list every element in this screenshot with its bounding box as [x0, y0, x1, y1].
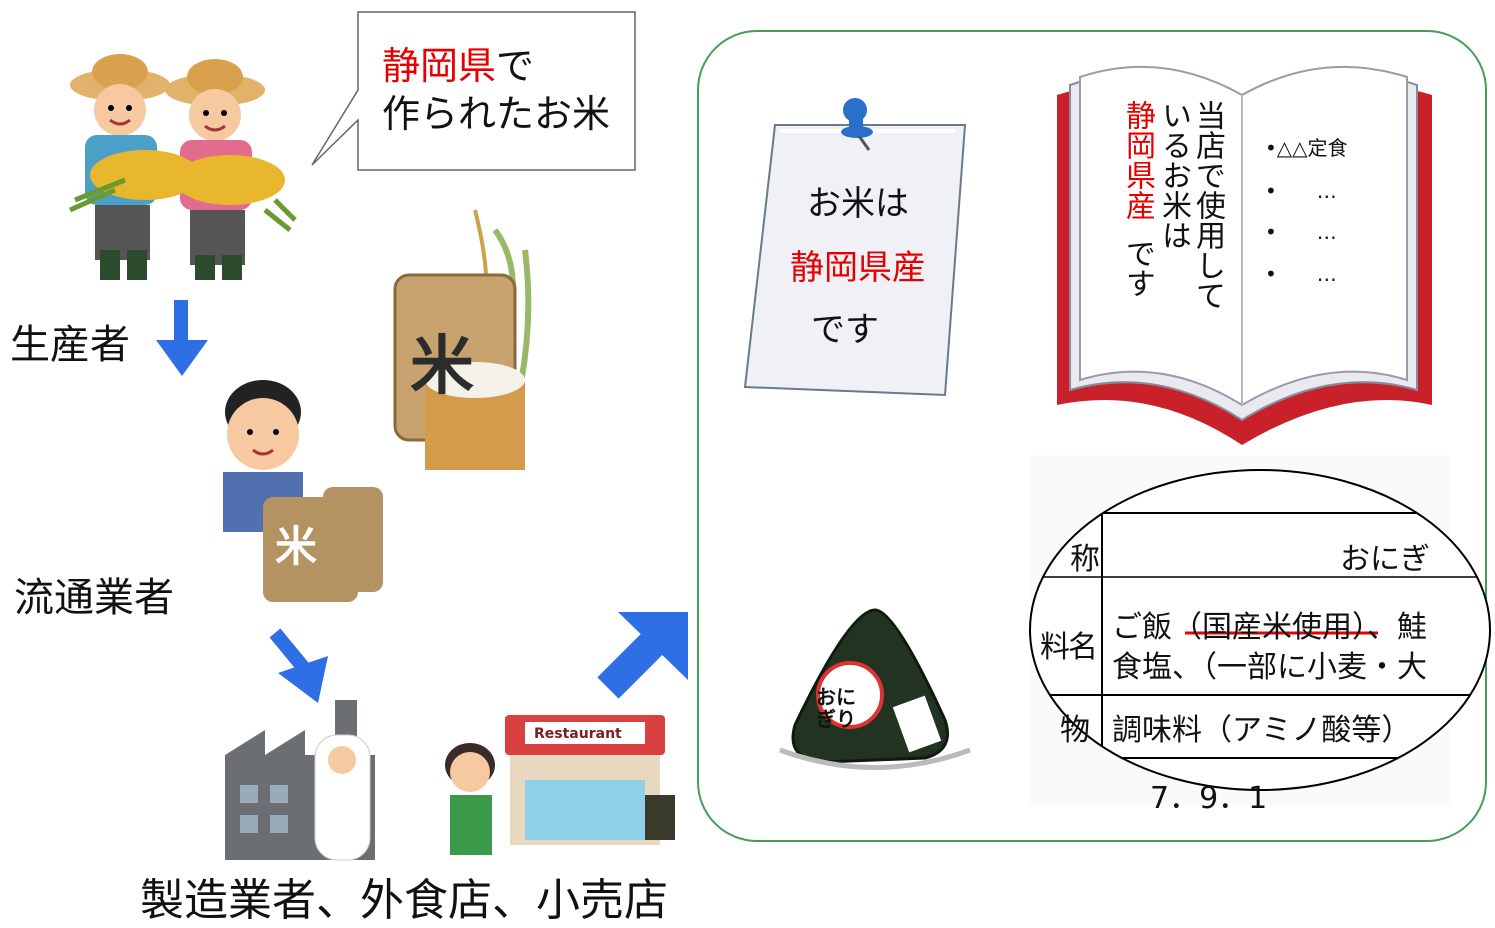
label-retail: 製造業者、外食店、小売店	[140, 875, 668, 926]
label-row2-head: 名	[1068, 630, 1098, 665]
food-label-zoom	[1029, 455, 1491, 805]
label-row4-val: 7．9．1	[1150, 781, 1268, 816]
factory-illustration	[225, 700, 375, 861]
label-producer: 生産者	[10, 322, 130, 368]
menu-col4: です	[1120, 238, 1155, 298]
sack-char: 米	[275, 522, 318, 571]
arrow-down-icon	[156, 300, 208, 376]
menu-item: •△△定食	[1265, 136, 1348, 160]
rice-bag-char: 米	[410, 330, 474, 404]
callout-line2: 作られたお米	[382, 92, 611, 136]
label-row2-line1: ご飯（国産米使用）、鮭	[1112, 602, 1427, 646]
rice-bag-illustration	[393, 209, 532, 470]
label-row2-line2: 食塩、（一部に小麦・大	[1112, 650, 1427, 685]
menu-book	[1057, 65, 1432, 445]
label-row3-head: 物	[1060, 713, 1090, 748]
menu-col1: 当店で使用して	[1190, 100, 1225, 310]
label-row1-val: おにぎ	[1340, 542, 1430, 577]
arrow-down-right-icon	[269, 628, 328, 703]
menu-item: • …	[1265, 262, 1337, 286]
label-row2-prefix: 料	[1040, 630, 1070, 665]
callout-rest: で	[496, 44, 535, 88]
label-row2-domestic: （国産米使用）	[1172, 610, 1367, 645]
callout-text: 静岡県で 作られたお米	[382, 42, 610, 138]
label-row2-rice: ご飯	[1112, 610, 1172, 645]
onigiri-label: おにぎり	[816, 685, 856, 731]
onigiri-illustration	[779, 608, 971, 770]
label-distributor: 流通業者	[14, 575, 174, 621]
menu-col3: 静岡県産	[1120, 100, 1155, 220]
restaurant-illustration	[445, 715, 675, 855]
distributor-illustration	[223, 380, 383, 602]
restaurant-sign: Restaurant	[534, 726, 622, 742]
farmers-illustration	[68, 54, 297, 280]
note-line1: お米は	[807, 184, 909, 224]
note-line3: です	[811, 310, 879, 350]
pushpin-icon	[841, 98, 873, 151]
arrow-up-right-icon	[597, 612, 688, 699]
label-row1-head: 称	[1070, 542, 1100, 577]
note-line2: 静岡県産	[790, 248, 926, 288]
menu-item: • …	[1265, 179, 1337, 203]
callout-highlight: 静岡県	[382, 44, 497, 88]
label-row3-val: 調味料（アミノ酸等）	[1112, 713, 1412, 748]
menu-item: • …	[1265, 220, 1337, 244]
label-row2-salmon: 、鮭	[1367, 610, 1427, 645]
menu-col2: いるお米は	[1156, 100, 1191, 250]
